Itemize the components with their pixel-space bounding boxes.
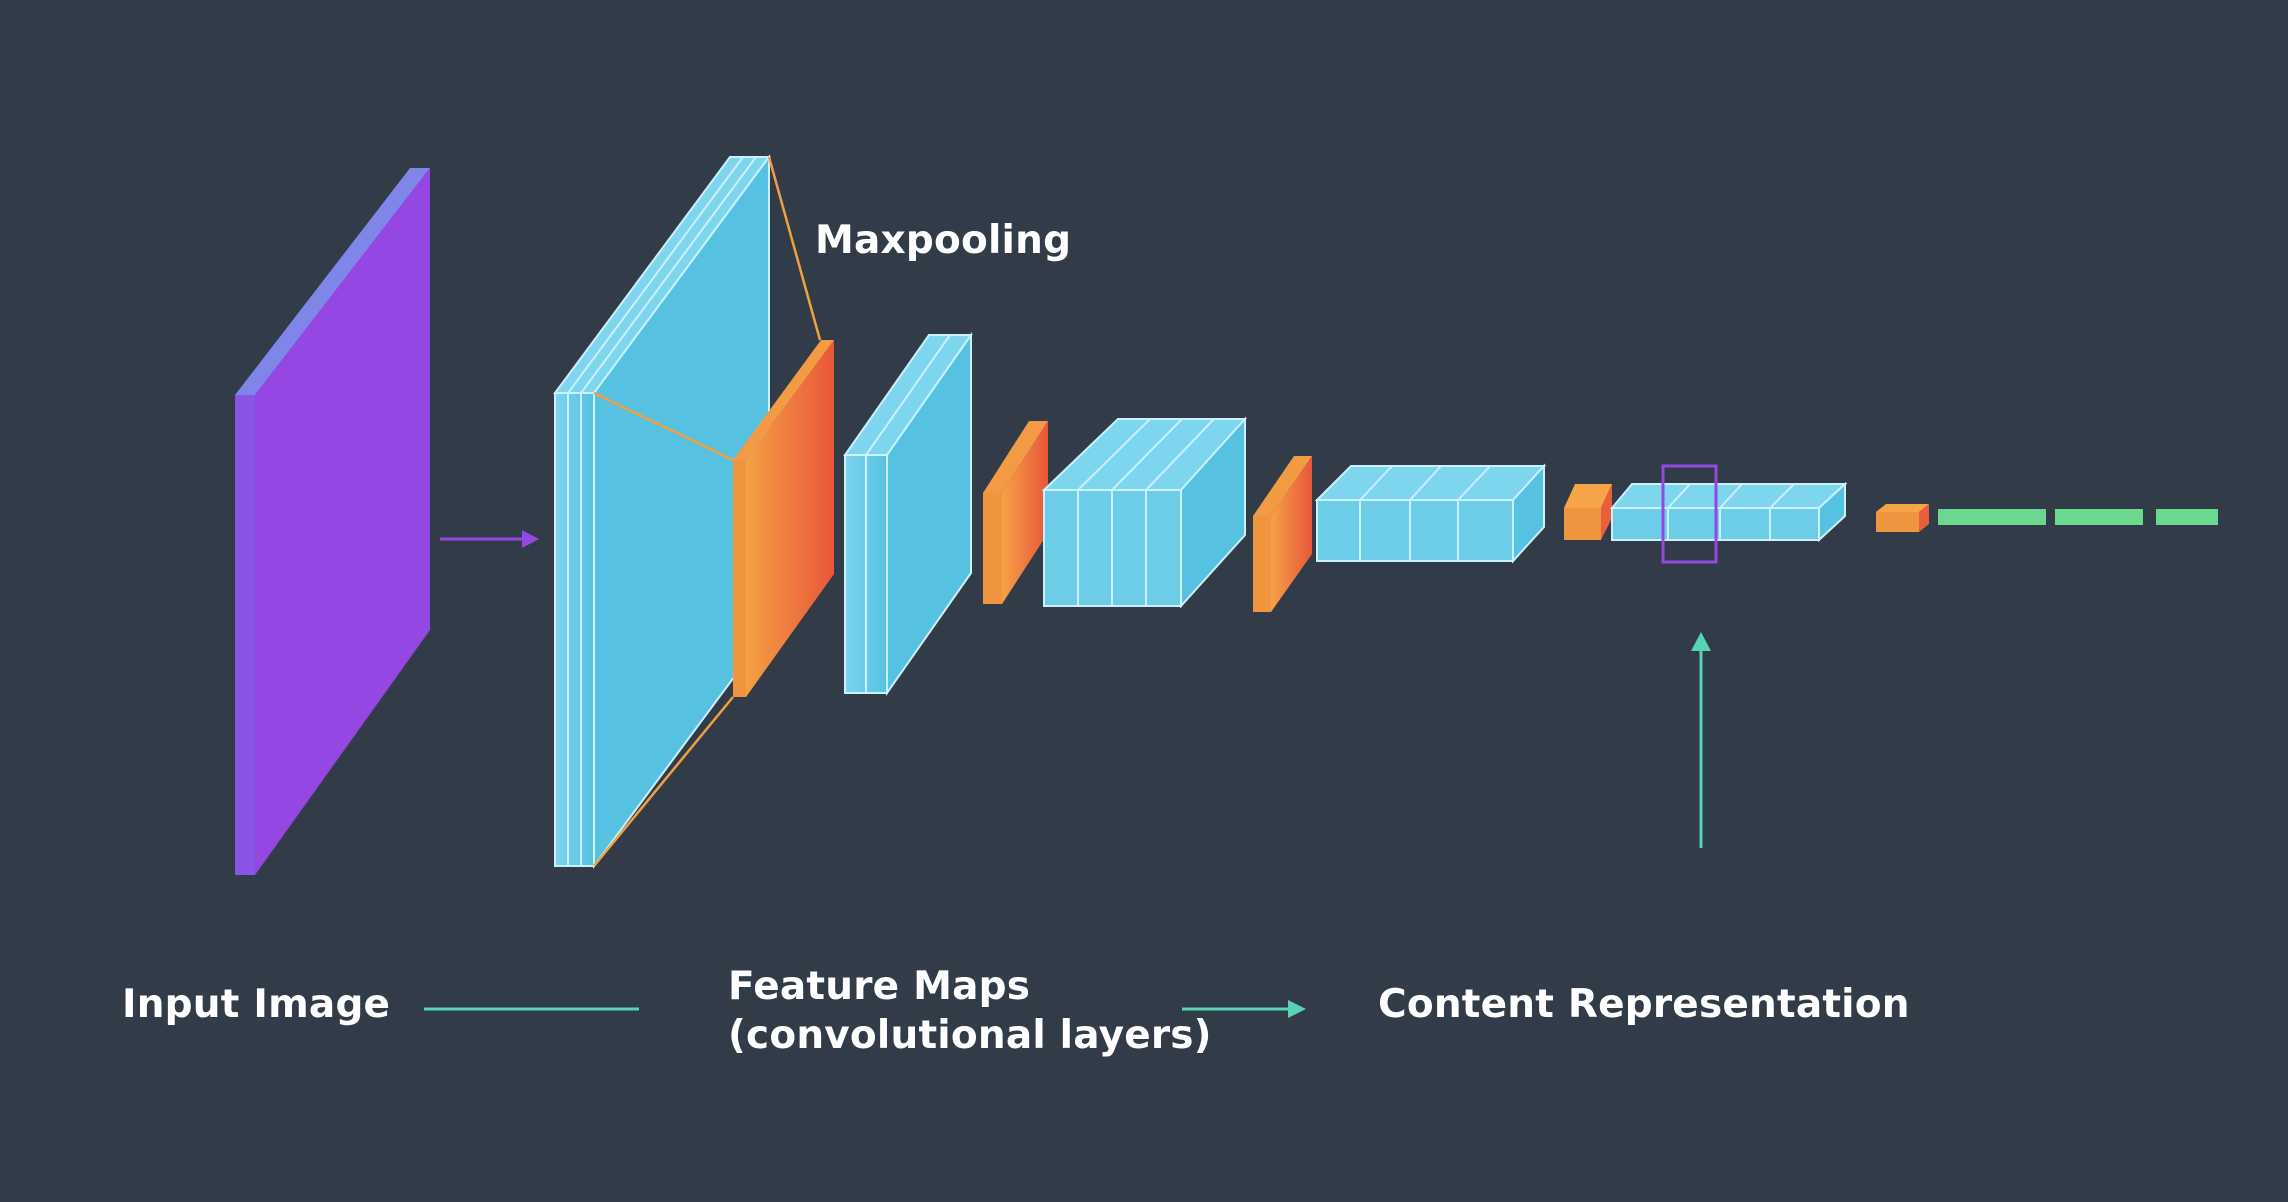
content-representation-label: Content Representation [1378,982,1910,1027]
fully-connected-bar-3 [2156,509,2218,525]
maxpool-layer-5 [1876,504,1929,532]
maxpooling-label: Maxpooling [815,218,1072,263]
feature-maps-sublabel: (convolutional layers) [728,1013,1212,1058]
fully-connected-bar-2 [2055,509,2143,525]
fully-connected-layers [1938,509,2218,525]
conv-layer-4 [1314,463,1547,564]
conv-layer-5 [1609,481,1848,543]
content-representation-highlight [1661,464,1718,564]
maxpool-layer-2 [983,421,1048,604]
legend-arrow [1182,1000,1306,1018]
maxpool-layer-1 [733,340,834,697]
content-arrow [1691,632,1711,848]
maxpool-layer-3 [1253,456,1312,612]
conv-layer-1 [553,153,771,870]
feature-maps-label: Feature Maps [728,964,1031,1009]
fully-connected-bar-1 [1938,509,2046,525]
input-arrow [440,530,539,548]
maxpool-layer-4 [1564,484,1612,540]
conv-layer-2 [843,331,973,697]
input-image-slab [235,168,430,875]
input-image-label: Input Image [122,982,391,1027]
maxpool-projection-lines [593,156,822,867]
conv-layer-3 [1041,416,1248,609]
